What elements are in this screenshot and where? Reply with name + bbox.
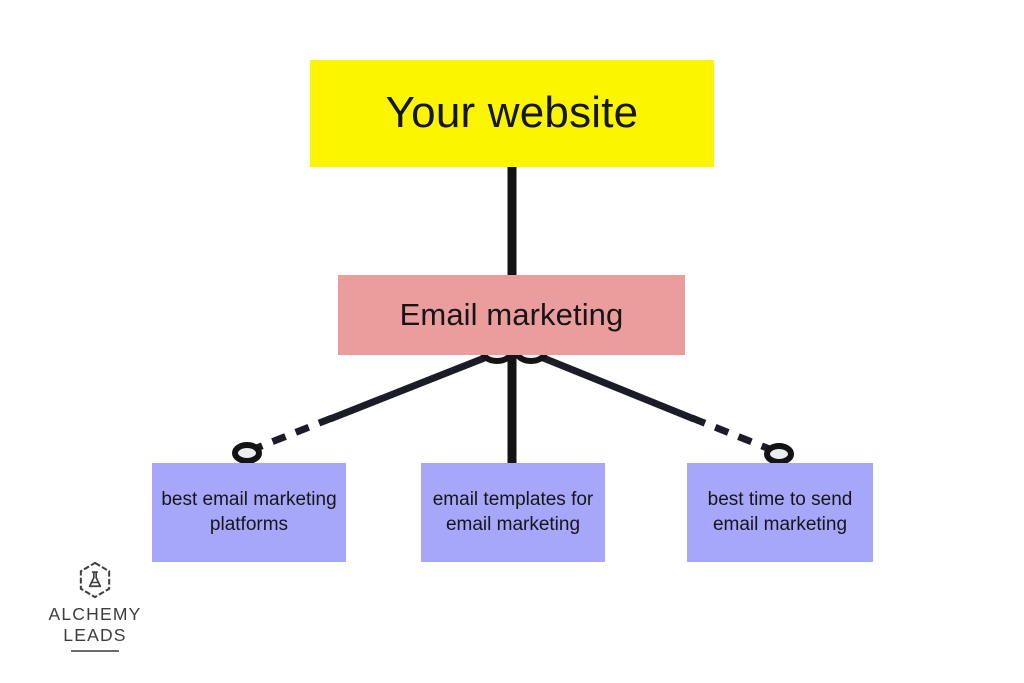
logo-underline [71,650,119,653]
connector-branch-to-leaf-right-dashed [690,414,779,456]
node-leaf-1-label: best email marketing platforms [161,489,337,535]
node-leaf-email-templates-for-email-marketing[interactable]: email templates for email marketing [421,463,605,562]
connector-branch-to-leaf-right-solid [529,349,696,423]
logo-wordmark-line2: LEADS [63,624,127,645]
node-email-marketing[interactable]: Email marketing [338,275,685,355]
node-your-website-label: Your website [385,88,639,138]
node-your-website[interactable]: Your website [310,60,714,167]
connector-branch-to-leaf-left-solid [328,349,499,423]
node-leaf-best-time-to-send-email-marketing[interactable]: best time to send email marketing [687,463,873,562]
connector-branch-to-leaf-left-dashed [247,414,334,455]
logo-wordmark: ALCHEMY LEADS [48,604,141,645]
node-leaf-3-label: best time to send email marketing [707,489,853,535]
node-leaf-best-email-marketing-platforms[interactable]: best email marketing platforms [152,463,346,562]
logo-wordmark-line1: ALCHEMY [48,604,142,624]
alchemy-leads-logo: ALCHEMY LEADS [40,560,150,653]
connector-endpoint-leaf-left [232,442,262,464]
node-leaf-2-label: email templates for email marketing [432,489,594,535]
connector-endpoint-leaf-right [764,443,794,465]
node-email-marketing-label: Email marketing [399,297,624,333]
hexagon-flask-icon [79,561,111,599]
